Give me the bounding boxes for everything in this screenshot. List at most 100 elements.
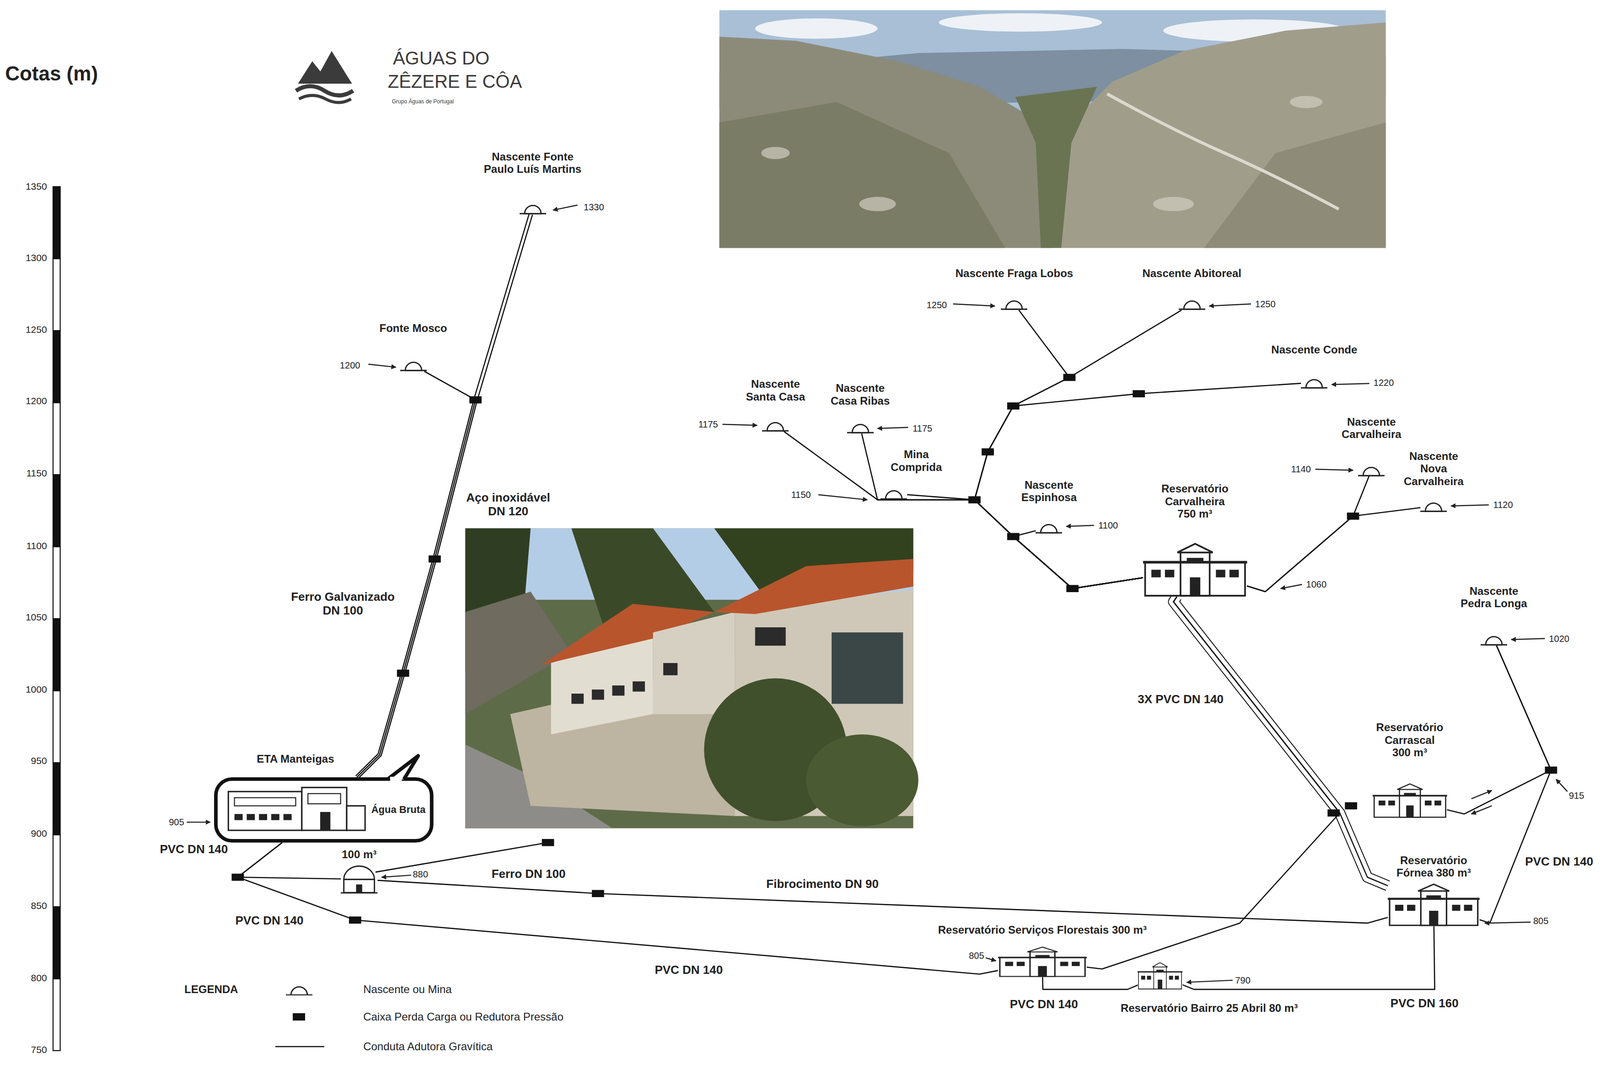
res-part — [1180, 551, 1210, 596]
node-heading: Mina Comprida — [884, 448, 949, 474]
photo-window — [663, 663, 678, 676]
elevation-arrows — [186, 204, 1568, 983]
pipe-line — [377, 880, 1388, 924]
eta-part — [390, 777, 403, 782]
text-label: 1100 — [1098, 520, 1118, 531]
elevation-arrow — [1315, 469, 1354, 471]
text-label: 1200 — [339, 359, 361, 371]
node-heading: Nascente Casa Ribas — [826, 381, 895, 408]
pipe-line — [861, 433, 1144, 589]
spring-part — [1040, 524, 1058, 533]
elevation-arrow — [1556, 779, 1568, 792]
photo-wall — [653, 612, 735, 715]
pipe-connector — [1013, 531, 1143, 589]
elevation-arrow — [1511, 638, 1546, 640]
photo-roof — [714, 559, 914, 615]
res-part — [1229, 569, 1239, 578]
pipe-line — [1173, 596, 1389, 886]
node-heading: Nascente Santa Casa — [741, 377, 810, 403]
spring-part — [852, 424, 869, 434]
scale-segment — [53, 835, 61, 908]
node-heading: Reservatório Fórnea 380 m³ — [1395, 854, 1472, 880]
spring-shape — [847, 421, 874, 434]
res-part — [1395, 905, 1404, 912]
res-part — [1152, 962, 1168, 968]
pipe-line — [1086, 596, 1340, 970]
text-label: 1250 — [25, 323, 48, 335]
eta-part — [246, 814, 256, 821]
pipe-line — [974, 383, 1302, 589]
logo-wave — [295, 86, 354, 96]
photo-window — [632, 681, 645, 692]
reservoir-building: Reservatório Bairro 25 Abril 80 m³ — [1137, 962, 1183, 990]
eta-part — [387, 756, 419, 780]
legend-swatch — [292, 1013, 306, 1021]
pipe-line — [1182, 926, 1435, 990]
res-shape — [1143, 542, 1248, 597]
elevation-arrow — [1209, 304, 1252, 307]
legend-text: Caixa Perda Carga ou Redutora Pressão — [363, 1010, 564, 1024]
pressure-box — [469, 396, 482, 404]
text-label: 1300 — [25, 252, 48, 264]
spring-part — [1305, 380, 1323, 389]
node-inner-label: Água Bruta — [371, 804, 426, 816]
eta-part — [215, 779, 432, 842]
res-part — [1424, 800, 1432, 806]
spring-shape — [1035, 521, 1063, 534]
spring-symbol: Mina Comprida — [880, 487, 908, 500]
text-label: 1350 — [25, 181, 48, 193]
pipe-connector — [1446, 645, 1552, 815]
node-heading: Reservatório Carvalheira 750 m³ — [1158, 482, 1232, 521]
text-label: 1200 — [25, 395, 48, 407]
photo-window — [571, 693, 584, 704]
dome-shape — [340, 865, 378, 894]
pipe-connector — [974, 310, 1144, 589]
elevation-arrow — [985, 958, 996, 962]
res-part — [1147, 976, 1152, 980]
elevation-arrow — [1331, 383, 1370, 385]
spring-symbol: Nascente Fraga Lobos — [1000, 297, 1028, 311]
pipe-line — [974, 310, 1182, 589]
text-label: 805 — [968, 950, 984, 962]
res-part — [1189, 577, 1201, 596]
node-heading: ETA Manteigas — [244, 752, 347, 766]
elevation-arrow — [818, 494, 868, 500]
res-part — [1417, 884, 1450, 892]
text-label: 850 — [31, 900, 48, 912]
photo-window — [591, 689, 605, 700]
text-label: Grupo Águas de Portugal — [391, 98, 454, 106]
res-part — [1037, 966, 1047, 978]
elevation-arrow — [1066, 525, 1094, 527]
spring-shape — [1480, 633, 1508, 646]
text-label: 1150 — [791, 489, 811, 500]
res-part — [1406, 905, 1416, 912]
spring-part — [405, 362, 422, 371]
spring-shape — [1000, 297, 1028, 311]
photo-window — [612, 685, 625, 696]
res-part — [1141, 976, 1146, 980]
text-label: 950 — [31, 755, 48, 767]
pipe-line — [1042, 977, 1138, 990]
res-part — [1452, 905, 1461, 912]
eta-part — [283, 814, 292, 821]
res-part — [1215, 569, 1225, 578]
res-part — [1420, 890, 1447, 926]
spring-shape — [1300, 376, 1328, 389]
spring-symbol: Nascente Santa Casa — [762, 419, 789, 432]
pipe-connector — [1182, 926, 1435, 990]
text-label: 1020 — [1549, 633, 1570, 645]
elevation-arrow — [368, 364, 396, 368]
node-heading: Nascente Pedra Longa — [1457, 585, 1531, 611]
text-label: ZÊZERE E CÔA — [387, 70, 522, 92]
node-heading: Nascente Carvalheira — [1334, 415, 1409, 441]
spring-symbol: Nascente Fonte Paulo Luís Martins — [519, 202, 547, 215]
pressure-box — [1327, 809, 1340, 817]
flow-arrow — [1471, 805, 1493, 815]
pipe-connector — [1173, 596, 1389, 886]
spring-symbol: Nascente Pedra Longa — [1480, 633, 1508, 646]
text-label: 1175 — [912, 423, 933, 434]
pipe-line — [1246, 507, 1421, 592]
legend-spring-sample — [285, 983, 313, 997]
text-label: 800 — [31, 972, 48, 984]
legend-line-sample — [275, 1044, 325, 1050]
